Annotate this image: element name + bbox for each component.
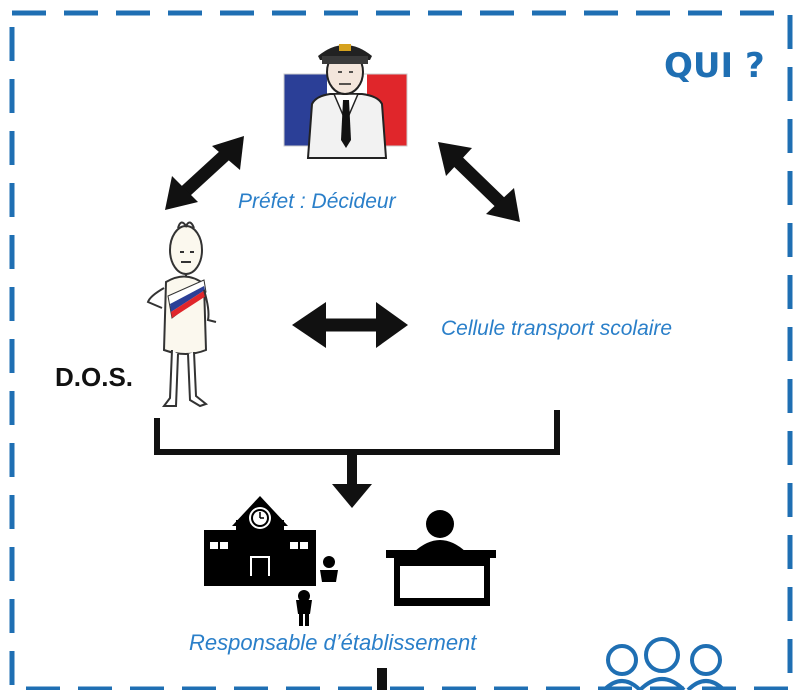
dashed-frame: [9, 10, 793, 690]
cellule-label: Cellule transport scolaire: [441, 317, 673, 340]
page-title: QUI ?: [664, 46, 765, 86]
arrow-prefect-dos: [165, 136, 244, 210]
person-at-desk-icon: [386, 510, 496, 606]
people-group-icon: [602, 637, 726, 690]
prefet-label: Préfet : Décideur: [238, 190, 396, 213]
dos-label: D.O.S.: [55, 362, 134, 392]
arrow-dos-cellule: [292, 302, 408, 348]
mayor-with-sash-icon: [146, 221, 217, 408]
arrow-down-to-establishment: [332, 452, 372, 508]
responsable-label: Responsable d’établissement: [189, 630, 477, 655]
prefect-official-icon: [283, 44, 408, 159]
school-building-icon: [204, 496, 338, 626]
arrow-prefect-cellule: [438, 142, 520, 222]
connector-down: [377, 668, 387, 690]
bracket-connector: [154, 410, 560, 455]
